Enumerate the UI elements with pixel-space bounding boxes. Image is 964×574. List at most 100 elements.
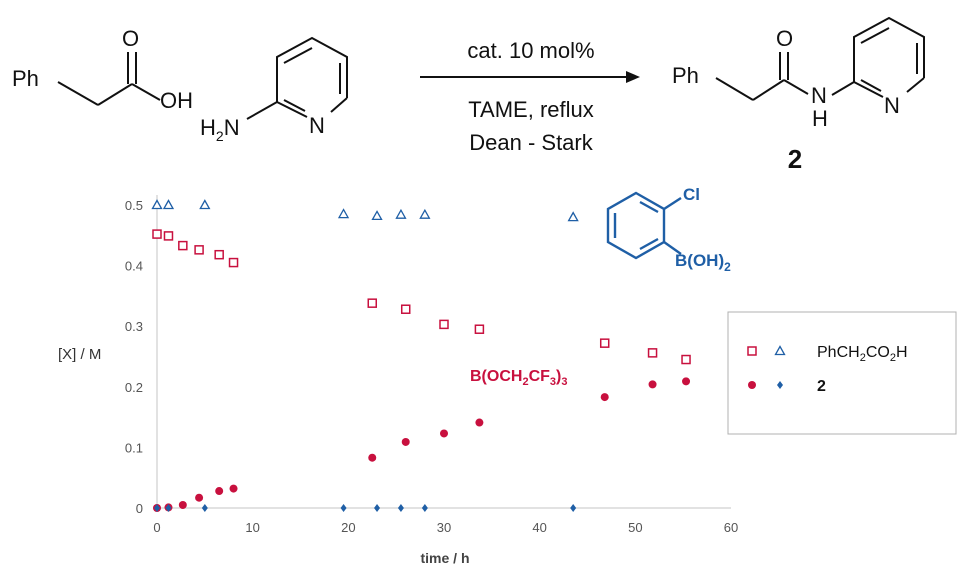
pyridine-ring-upper [276,36,348,102]
chart-axes [156,195,731,509]
data-point-diamond [570,504,577,512]
reactant1-ph-label: Ph [12,66,39,91]
borate-catalyst-label: B(OCH2CF3)3 [470,368,567,388]
arrow-label-apparatus: Dean - Stark [469,130,593,155]
benzene-ring [606,191,666,260]
legend-label-acid: PhCH2CO2H [817,344,908,364]
legend-box [727,311,957,435]
product-amide-structure [715,16,925,101]
boronic-b-label: B(OH)2 [675,251,731,274]
data-point-diamond [421,504,428,512]
boronic-acid-catalyst-structure [606,191,682,260]
data-points [151,199,691,512]
y-tick-label: 0 [136,501,143,516]
product-ring-n-c6 [906,77,925,93]
data-point-square-open [400,304,411,314]
pyridine-double-1 [283,47,313,64]
data-point-square-open [681,354,691,365]
data-point-circle [440,429,448,438]
product-n-label: N [811,83,827,108]
data-point-triangle-open [199,199,211,210]
data-point-circle [215,487,224,496]
reactant1-o-label: O [122,26,139,51]
bond-c-oh [131,83,161,101]
data-point-circle [401,437,410,446]
data-point-square-open [228,257,239,268]
benzene-double-2 [639,237,659,251]
data-point-circle [648,380,657,389]
legend-marker-diamond [777,381,783,389]
data-point-diamond [397,504,404,512]
benzene-double-3 [639,200,659,214]
product-bond-c-n [783,79,809,95]
product-ring-c2-n [853,81,884,98]
data-point-triangle-open [151,199,163,210]
chart-legend: PhCH2CO2H 2 [727,311,957,435]
x-tick-label: 60 [724,520,738,535]
product-compound-number: 2 [788,144,802,174]
pyridine-double-3 [283,99,306,112]
x-tick-label: 20 [341,520,355,535]
product-bond-ch2-c [752,79,785,101]
product-o-label: O [776,26,793,51]
data-point-triangle-open [419,208,431,219]
y-axis-title: [X] / M [58,346,101,363]
data-point-square-open [152,229,162,239]
bond-n-c6 [330,97,348,113]
product-ph-label: Ph [672,63,699,88]
data-point-circle [178,500,187,509]
data-point-triangle-open [395,208,407,219]
data-point-diamond [165,504,172,512]
y-tick-label: 0.2 [125,380,143,395]
data-point-square-open [214,249,224,260]
legend-markers [747,345,786,389]
data-point-diamond [201,504,208,512]
data-point-triangle-open [162,199,175,210]
x-tick-label: 10 [245,520,259,535]
reactant2-amine-label: H2N [200,115,240,144]
x-axis-title: time / h [420,550,469,566]
data-point-square-open [367,298,377,308]
y-tick-label: 0.1 [125,440,143,455]
legend-marker-triangle [774,345,786,356]
data-point-triangle-open [567,211,579,222]
x-tick-label: 0 [153,520,160,535]
y-tick-label: 0.3 [125,319,143,334]
data-point-circle [475,418,484,427]
data-point-diamond [374,504,381,512]
data-point-square-open [194,245,204,255]
x-tick-label: 50 [628,520,642,535]
bond-ph-ch2 [57,81,99,106]
y-tick-label: 0.5 [125,198,143,213]
reaction-arrow [420,71,640,83]
legend-label-product: 2 [817,378,826,395]
legend-marker-square [747,346,757,356]
data-point-square-open [178,240,188,251]
product-ring-double-1 [860,27,890,44]
product-ring-n-label: N [884,93,900,118]
bond-ch2-c [97,83,133,106]
product-bond-ph-ch2 [715,77,754,101]
data-point-triangle-open [337,208,350,219]
y-tick-labels: 0 0.1 0.2 0.3 0.4 0.5 [125,198,143,516]
product-bond-n-ring [831,81,855,96]
data-point-circle [229,484,238,493]
data-point-square-open [599,338,610,348]
bond-c2-n [276,101,308,118]
data-point-circle [600,393,609,402]
arrow-label-catalyst: cat. 10 mol% [467,38,594,63]
data-point-diamond [340,504,347,512]
reactant1-oh-label: OH [160,88,193,113]
boronic-cl-label: Cl [683,185,700,204]
data-point-triangle-open [371,210,383,221]
y-tick-label: 0.4 [125,259,143,274]
bond-to-cl [663,196,682,211]
data-point-square-open [163,231,174,241]
aminopyridine-structure [246,36,348,120]
bond-to-b [663,241,682,255]
reactant2-ring-n-label: N [309,113,325,138]
x-tick-label: 40 [532,520,546,535]
data-point-square-open [647,348,658,358]
